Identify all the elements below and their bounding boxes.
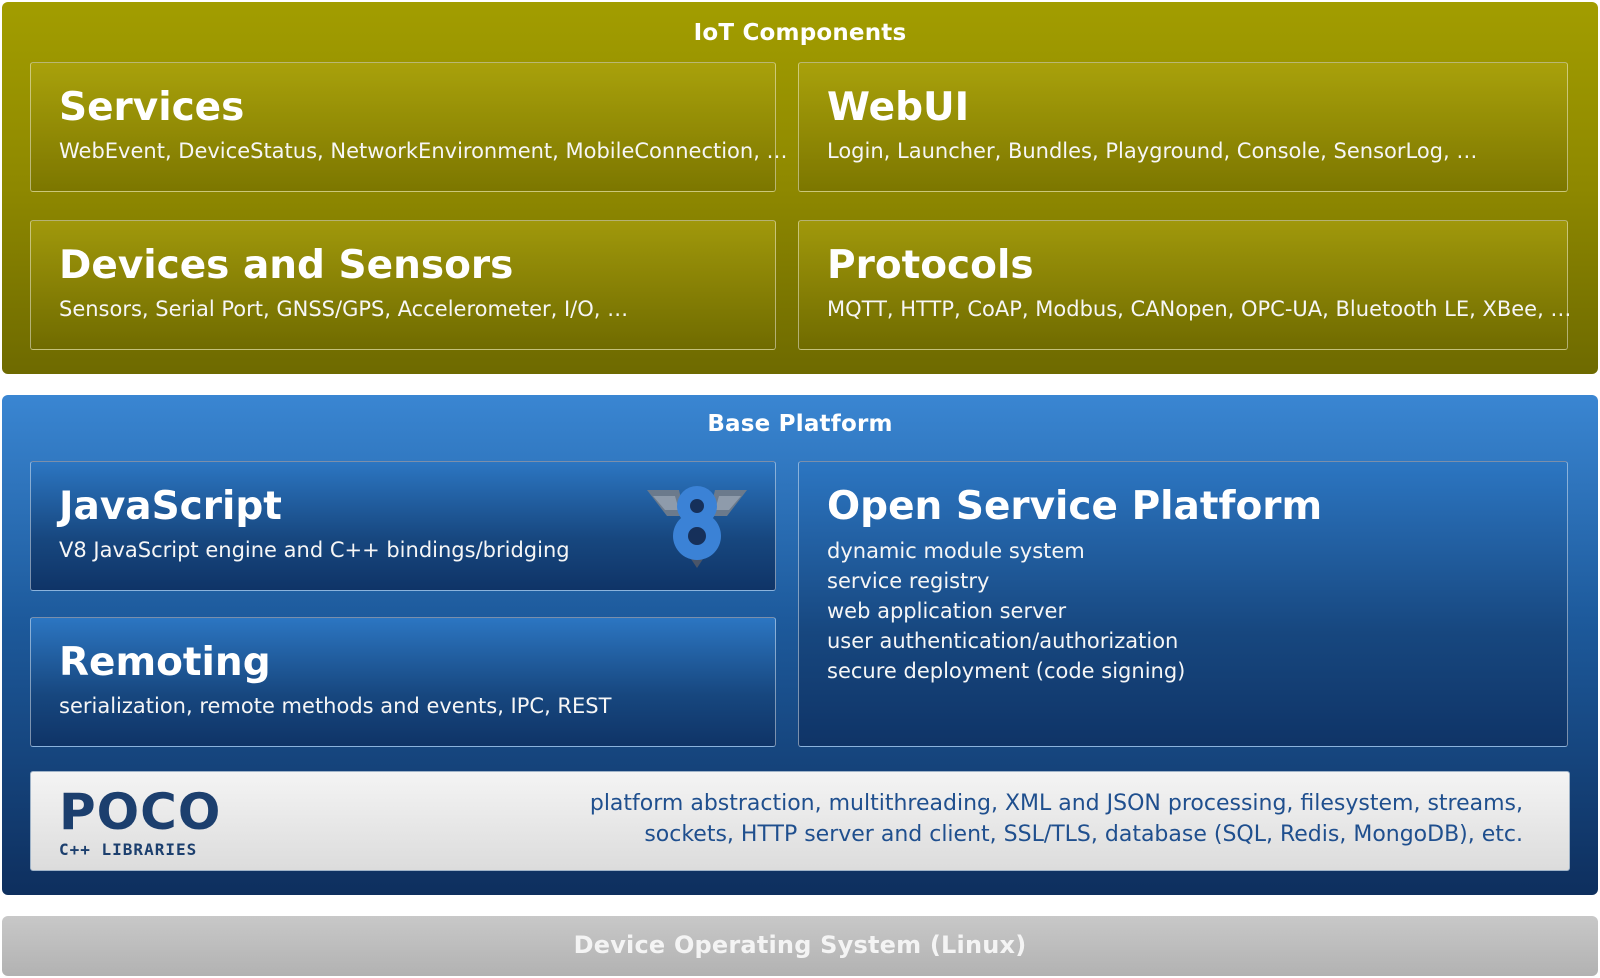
poco-libraries-strip: POCO C++ LIBRARIES platform abstraction,… <box>30 771 1570 871</box>
webui-subtitle: Login, Launcher, Bundles, Playground, Co… <box>827 139 1478 163</box>
devices-sensors-box: Devices and Sensors Sensors, Serial Port… <box>30 220 776 350</box>
poco-logo: POCO C++ LIBRARIES <box>59 786 221 859</box>
protocols-box: Protocols MQTT, HTTP, CoAP, Modbus, CANo… <box>798 220 1572 350</box>
poco-description-line: sockets, HTTP server and client, SSL/TLS… <box>644 822 1523 847</box>
osp-feature-item: service registry <box>827 569 990 593</box>
osp-feature-item: user authentication/authorization <box>827 629 1179 653</box>
v8-logo-icon <box>647 486 747 568</box>
protocols-subtitle: MQTT, HTTP, CoAP, Modbus, CANopen, OPC-U… <box>827 297 1572 321</box>
poco-description-line: platform abstraction, multithreading, XM… <box>589 791 1523 816</box>
iot-components-layer: IoT Components Services WebEvent, Device… <box>2 2 1598 374</box>
services-subtitle: WebEvent, DeviceStatus, NetworkEnvironme… <box>59 139 788 163</box>
poco-logo-subtext: C++ LIBRARIES <box>59 840 198 859</box>
services-title: Services <box>59 85 245 130</box>
webui-title: WebUI <box>827 85 970 130</box>
open-service-platform-box: Open Service Platform dynamic module sys… <box>798 461 1568 747</box>
javascript-title: JavaScript <box>59 484 282 529</box>
os-layer-title: Device Operating System (Linux) <box>573 931 1027 959</box>
protocols-title: Protocols <box>827 243 1034 288</box>
javascript-subtitle: V8 JavaScript engine and C++ bindings/br… <box>59 538 570 562</box>
services-box: Services WebEvent, DeviceStatus, Network… <box>30 62 788 192</box>
remoting-title: Remoting <box>59 640 271 685</box>
iot-layer-title: IoT Components <box>693 20 907 46</box>
osp-title: Open Service Platform <box>827 484 1323 529</box>
osp-feature-item: web application server <box>827 599 1067 623</box>
base-platform-layer: Base Platform JavaScript V8 JavaScript e… <box>2 395 1598 895</box>
poco-description: platform abstraction, multithreading, XM… <box>590 788 1523 850</box>
devices-sensors-subtitle: Sensors, Serial Port, GNSS/GPS, Accelero… <box>59 297 629 321</box>
poco-logo-text: POCO <box>59 783 222 841</box>
osp-feature-list: dynamic module system service registry w… <box>827 536 1539 686</box>
remoting-subtitle: serialization, remote methods and events… <box>59 694 612 718</box>
webui-box: WebUI Login, Launcher, Bundles, Playgrou… <box>798 62 1568 192</box>
device-os-layer: Device Operating System (Linux) <box>2 916 1598 976</box>
osp-feature-item: secure deployment (code signing) <box>827 659 1186 683</box>
javascript-box: JavaScript V8 JavaScript engine and C++ … <box>30 461 776 591</box>
osp-feature-item: dynamic module system <box>827 539 1085 563</box>
remoting-box: Remoting serialization, remote methods a… <box>30 617 776 747</box>
base-layer-title: Base Platform <box>707 411 893 437</box>
devices-sensors-title: Devices and Sensors <box>59 243 514 288</box>
